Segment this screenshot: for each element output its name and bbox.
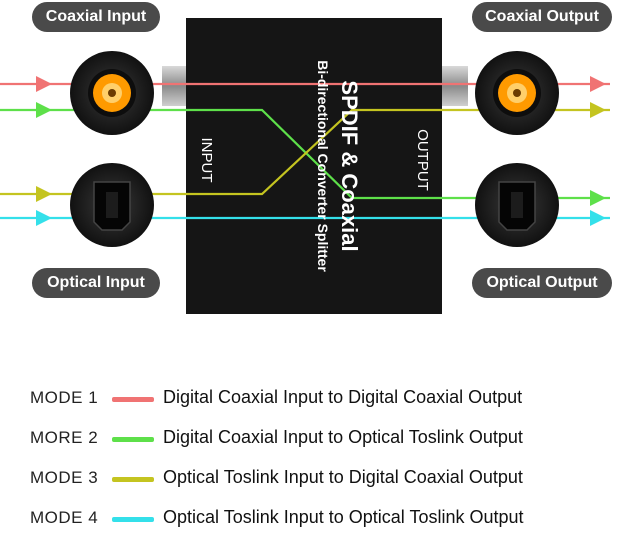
arrow-mode3-right: [590, 102, 606, 118]
mode-color-line: [112, 477, 154, 482]
optical-output-label: Optical Output: [472, 268, 612, 298]
arrow-mode3-left: [36, 186, 52, 202]
mode-color-line: [112, 437, 154, 442]
mode-label: MODE 1: [30, 388, 99, 407]
mode-label: MORE 2: [30, 428, 99, 447]
coaxial-input-jack: [70, 51, 154, 135]
optical-output-jack: [475, 163, 559, 247]
mode-color-line: [112, 397, 154, 402]
legend-row-mode1: MODE 1 Digital Coaxial Input to Digital …: [0, 384, 640, 414]
device-subtitle: Bi-directional Converter Splitter: [315, 60, 331, 272]
arrow-mode1-left: [36, 76, 52, 92]
optical-input-jack: [70, 163, 154, 247]
mode-color-line: [112, 517, 154, 522]
arrow-mode1-right: [590, 76, 606, 92]
mode-description: Optical Toslink Input to Digital Coaxial…: [163, 467, 523, 487]
coaxial-output-jack: [475, 51, 559, 135]
coaxial-output-label: Coaxial Output: [472, 2, 612, 32]
legend-row-mode4: MODE 4 Optical Toslink Input to Optical …: [0, 504, 640, 534]
mode-label: MODE 3: [30, 468, 99, 487]
mode-description: Digital Coaxial Input to Digital Coaxial…: [163, 387, 523, 407]
optical-input-label: Optical Input: [32, 268, 160, 298]
right-metal-sleeve: [440, 66, 468, 106]
mode-label: MODE 4: [30, 508, 99, 527]
mode-description: Digital Coaxial Input to Optical Toslink…: [163, 427, 523, 447]
legend-row-mode3: MODE 3 Optical Toslink Input to Digital …: [0, 464, 640, 494]
arrow-mode4-left: [36, 210, 52, 226]
converter-box: [186, 18, 442, 314]
arrow-mode2-left: [36, 102, 52, 118]
device-input-label: INPUT: [198, 138, 215, 183]
device-output-label: OUTPUT: [414, 129, 431, 191]
legend-row-mode2: MORE 2 Digital Coaxial Input to Optical …: [0, 424, 640, 454]
arrow-mode4-right: [590, 210, 606, 226]
device-title: SPDIF & Coaxial: [337, 80, 362, 251]
signal-diagram: SPDIF & Coaxial Bi-directional Converter…: [0, 18, 610, 314]
arrow-mode2-right: [590, 190, 606, 206]
coaxial-input-label: Coaxial Input: [32, 2, 160, 32]
mode-description: Optical Toslink Input to Optical Toslink…: [163, 507, 524, 527]
arrowheads: [36, 76, 606, 226]
